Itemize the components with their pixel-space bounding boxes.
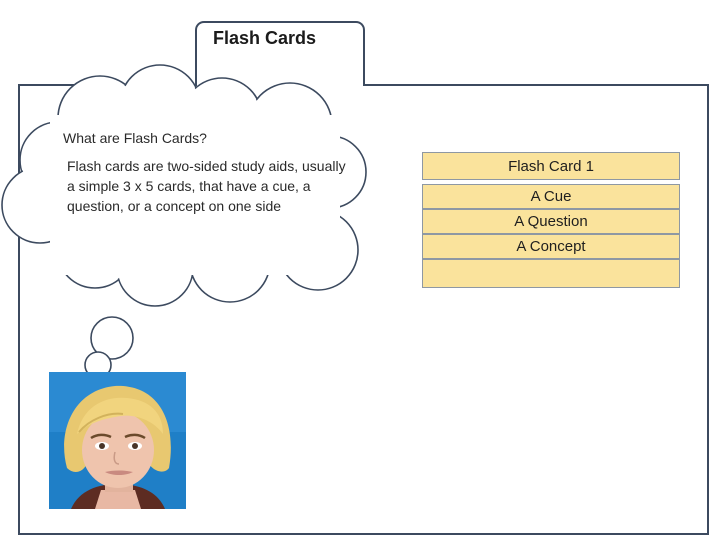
flash-card-title: Flash Card 1	[422, 152, 680, 180]
flash-cards-tab[interactable]	[195, 21, 365, 85]
flash-card: Flash Card 1 A Cue A Question A Concept	[422, 152, 680, 288]
woman-avatar-icon	[49, 372, 186, 509]
bubble-answer: Flash cards are two-sided study aids, us…	[67, 158, 346, 214]
flash-card-row: A Concept	[422, 234, 680, 259]
bubble-question: What are Flash Cards?	[63, 130, 207, 146]
flash-card-row	[422, 259, 680, 288]
tab-title: Flash Cards	[213, 28, 317, 48]
flash-card-row: A Cue	[422, 184, 680, 209]
flash-card-row: A Question	[422, 209, 680, 234]
